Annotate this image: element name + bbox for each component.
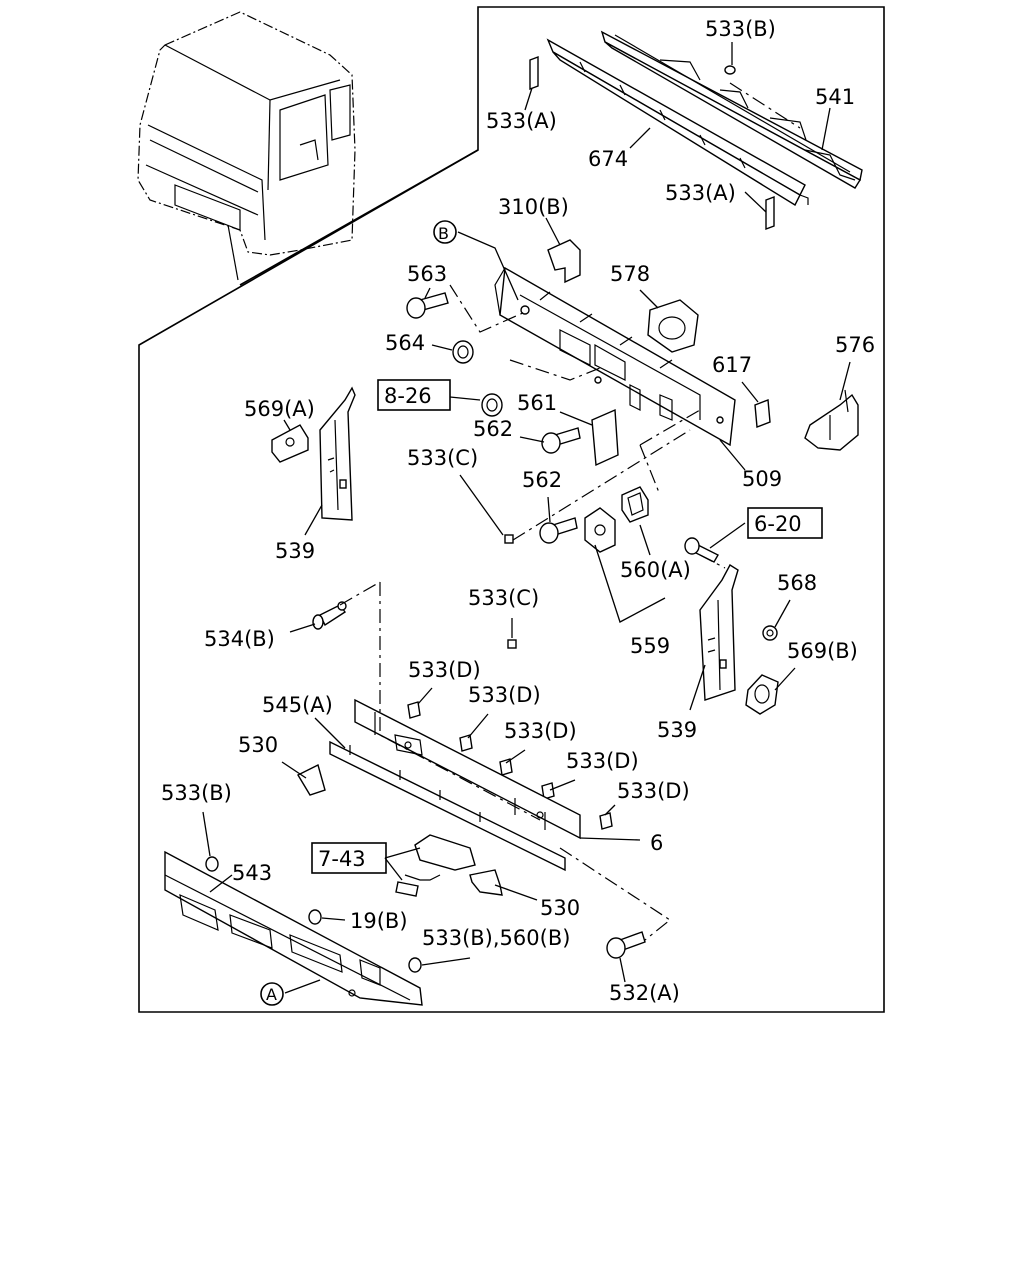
part-561-bracket — [591, 408, 619, 467]
part-559-plate — [584, 507, 616, 553]
label-539-right: 539 — [657, 718, 697, 742]
label-533C-b: 533(C) — [468, 586, 539, 610]
ref-box-6-20 — [747, 507, 823, 539]
label-circle-B: B — [438, 224, 449, 243]
part-563-bolt — [406, 292, 449, 319]
label-8-26: 8-26 — [384, 384, 432, 408]
label-568: 568 — [777, 571, 817, 595]
label-541: 541 — [815, 85, 855, 109]
part-533D-clips — [407, 701, 613, 830]
part-564-grommet — [452, 340, 474, 364]
label-533D-4: 533(D) — [566, 749, 639, 773]
label-561: 561 — [517, 391, 557, 415]
part-534B-clip — [312, 601, 347, 630]
label-539-left: 539 — [275, 539, 315, 563]
label-533D-1: 533(D) — [408, 658, 481, 682]
ref-box-7-43 — [311, 842, 387, 874]
label-559: 559 — [630, 634, 670, 658]
label-6: 6 — [650, 831, 663, 855]
label-617: 617 — [712, 353, 752, 377]
label-310B: 310(B) — [498, 195, 569, 219]
label-532A: 532(A) — [609, 981, 680, 1005]
part-310B-bracket — [547, 239, 581, 284]
label-7-43: 7-43 — [318, 847, 366, 871]
assembly-lines — [339, 82, 801, 941]
label-533B-top: 533(B) — [705, 17, 776, 41]
label-533A-top: 533(A) — [486, 109, 557, 133]
label-530-bottom: 530 — [540, 896, 580, 920]
part-530-brackets — [297, 763, 503, 896]
label-562b: 562 — [522, 468, 562, 492]
label-562a: 562 — [473, 417, 513, 441]
part-568-nut — [762, 625, 778, 641]
label-545A: 545(A) — [262, 693, 333, 717]
leader-lines — [202, 42, 851, 994]
label-578: 578 — [610, 262, 650, 286]
label-534B: 534(B) — [204, 627, 275, 651]
part-533C-clip-a — [504, 534, 514, 544]
label-533B-560B: 533(B),560(B) — [422, 926, 570, 950]
label-circle-A: A — [266, 985, 277, 1004]
part-533A-strips — [529, 55, 775, 231]
circle-marker-A — [260, 982, 284, 1006]
part-569B-ring — [745, 674, 779, 715]
part-576-bracket — [804, 389, 859, 451]
label-509: 509 — [742, 467, 782, 491]
part-560A-seal — [621, 486, 649, 523]
truck-cab-thumbnail — [137, 11, 479, 286]
part-578-gasket — [647, 299, 699, 353]
part-674-weatherstrip — [546, 38, 809, 206]
label-533D-5: 533(D) — [617, 779, 690, 803]
label-560A: 560(A) — [620, 558, 691, 582]
label-19B: 19(B) — [350, 909, 408, 933]
part-543-lower-panel — [164, 850, 423, 1006]
label-530-top: 530 — [238, 733, 278, 757]
part-532A-bolt — [606, 931, 646, 959]
part-533C-clip-b — [507, 639, 517, 649]
part-19B-plug — [308, 909, 322, 925]
ref-box-8-26 — [377, 379, 451, 411]
part-545A-strip — [329, 740, 566, 872]
label-533D-2: 533(D) — [468, 683, 541, 707]
label-569A: 569(A) — [244, 397, 315, 421]
part-617-plate — [754, 399, 771, 428]
label-576: 576 — [835, 333, 875, 357]
label-674: 674 — [588, 147, 628, 171]
label-569B: 569(B) — [787, 639, 858, 663]
label-533D-3: 533(D) — [504, 719, 577, 743]
part-7-43-latch — [395, 834, 476, 897]
circle-marker-B — [433, 220, 457, 244]
part-8-26-cap — [481, 393, 503, 417]
label-533B-left: 533(B) — [161, 781, 232, 805]
part-541-upper-rail — [600, 30, 863, 189]
label-533A-mid: 533(A) — [665, 181, 736, 205]
label-564: 564 — [385, 331, 425, 355]
label-6-20: 6-20 — [754, 512, 802, 536]
part-569A-pad — [271, 424, 309, 463]
part-533B-plug-top — [724, 65, 736, 75]
label-533C-a: 533(C) — [407, 446, 478, 470]
part-533B-plug-left — [205, 856, 219, 872]
part-539-left-bracket — [319, 386, 356, 521]
part-533B-560B-plug — [408, 957, 422, 973]
part-562-bolts — [539, 427, 581, 544]
part-6-20-bolt — [684, 537, 719, 563]
part-509-main-panel — [494, 266, 736, 447]
part-539-right-bracket — [699, 564, 739, 701]
label-543: 543 — [232, 861, 272, 885]
label-563: 563 — [407, 262, 447, 286]
